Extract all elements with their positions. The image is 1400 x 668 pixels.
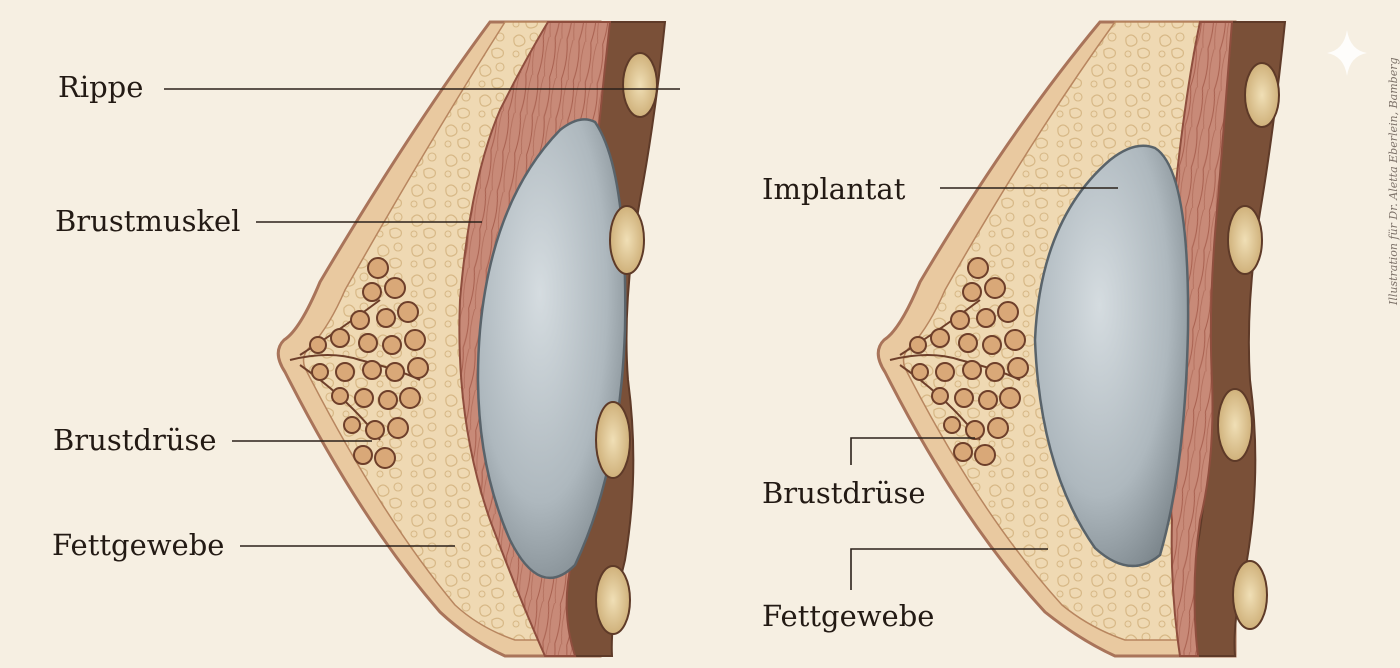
left-mammary-gland xyxy=(289,257,429,469)
label-fatty-tissue-right: Fettgewebe xyxy=(762,599,934,633)
right-mammary-gland xyxy=(889,257,1029,466)
leader-gland-right xyxy=(850,437,975,465)
leader-fat-right xyxy=(850,548,1048,590)
left-leader-lines xyxy=(164,88,680,547)
label-pectoral-muscle: Brustmuskel xyxy=(55,204,240,238)
label-fatty-tissue-left: Fettgewebe xyxy=(52,528,224,562)
label-mammary-gland-left: Brustdrüse xyxy=(53,423,217,457)
label-implant: Implantat xyxy=(762,172,906,206)
right-ribs xyxy=(1217,62,1280,630)
label-rib: Rippe xyxy=(58,70,143,104)
left-implant-shape xyxy=(476,118,627,580)
right-implant-shape xyxy=(1033,144,1190,568)
sparkle-icon xyxy=(1327,30,1367,76)
left-breast-illustration xyxy=(276,20,667,658)
credit-text: Illustration für Dr. Aletta Eberlein, Ba… xyxy=(1387,57,1400,306)
right-leader-lines xyxy=(850,187,1118,590)
label-mammary-gland-right: Brustdrüse xyxy=(762,476,926,510)
right-breast-illustration xyxy=(876,20,1287,658)
left-ribs xyxy=(595,52,658,635)
